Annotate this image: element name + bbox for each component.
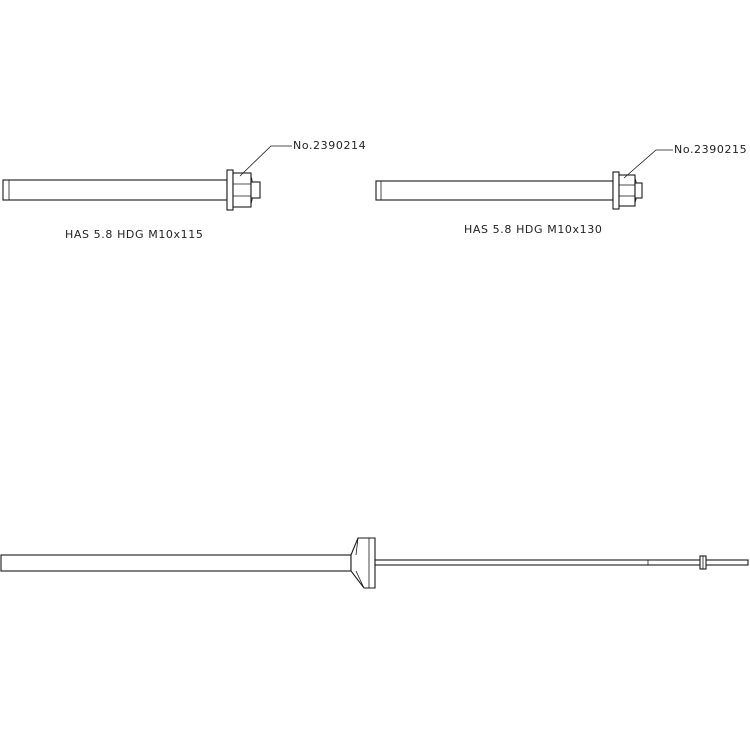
rod-2-stud-end bbox=[634, 182, 643, 199]
rod-1-washer bbox=[226, 169, 234, 211]
setting-tool-cone-head bbox=[350, 537, 376, 589]
rod-2-washer bbox=[612, 171, 620, 210]
rod-1-shaft bbox=[2, 179, 228, 201]
setting-tool-sleeve bbox=[0, 554, 352, 572]
part-number-1: No.2390214 bbox=[293, 139, 366, 152]
rod-2-shaft bbox=[375, 180, 614, 201]
part-description-1: HAS 5.8 HDG M10x115 bbox=[65, 228, 203, 241]
anchor-rod-2: No.2390215 HAS 5.8 HDG M10x130 bbox=[375, 143, 747, 236]
anchor-rod-1: No.2390214 HAS 5.8 HDG M10x115 bbox=[2, 139, 366, 241]
setting-tool-assembly bbox=[0, 537, 749, 589]
rod-2-hex-nut bbox=[618, 174, 638, 207]
part-description-2: HAS 5.8 HDG M10x130 bbox=[464, 223, 602, 236]
rod-1-stud-end bbox=[250, 181, 261, 199]
setting-tool-thin-rod bbox=[374, 559, 749, 566]
rod-1-leader-line bbox=[239, 145, 292, 177]
rod-2-leader-line bbox=[623, 149, 673, 179]
rod-1-hex-nut bbox=[232, 172, 254, 208]
part-number-2: No.2390215 bbox=[674, 143, 747, 156]
